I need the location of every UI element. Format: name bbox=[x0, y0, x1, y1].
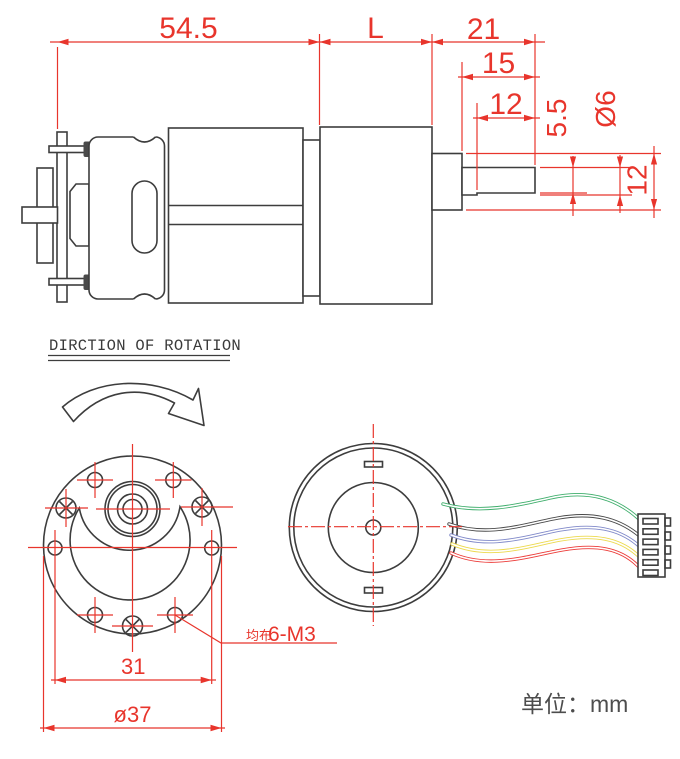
dim-flange-diameter: ø37 bbox=[40, 702, 225, 732]
output-boss bbox=[431, 152, 463, 211]
dim-label-15: 15 bbox=[482, 47, 515, 80]
dim-label-5-5: 5.5 bbox=[541, 99, 572, 138]
motor-can bbox=[167, 127, 304, 304]
dim-boss-to-tip: 15 bbox=[458, 47, 540, 151]
dim-label-12-boss: 12 bbox=[622, 164, 653, 195]
dim-flat-height: 5.5 bbox=[541, 99, 577, 216]
dim-label-31: 31 bbox=[121, 654, 145, 679]
rotation-caption: DIRCTION OF ROTATION bbox=[49, 337, 241, 355]
connector-slot bbox=[642, 569, 659, 577]
dim-label-L: L bbox=[367, 12, 384, 45]
motor-terminal-bottom bbox=[48, 277, 91, 286]
rear-shaft-tab bbox=[21, 206, 59, 224]
shaft-extension-lines bbox=[466, 152, 661, 211]
dim-label-dia37: ø37 bbox=[114, 702, 152, 727]
side-view bbox=[21, 126, 536, 305]
rotation-direction: DIRCTION OF ROTATION bbox=[48, 337, 241, 427]
endcap-notch-top bbox=[132, 136, 157, 143]
dim-label-12-flat: 12 bbox=[489, 88, 522, 121]
endcap-slot bbox=[131, 180, 158, 254]
output-shaft bbox=[461, 166, 536, 196]
screw-note-label: 6-M3 bbox=[268, 623, 316, 646]
connector-slot bbox=[642, 558, 659, 567]
connector-slot bbox=[642, 548, 659, 556]
wire-green bbox=[441, 493, 641, 521]
connector-slot bbox=[642, 517, 659, 525]
dim-hole-spacing: 31 bbox=[51, 654, 216, 684]
dim-shaft-diameter: Ø6 bbox=[590, 90, 624, 213]
motor-terminal-top bbox=[48, 145, 91, 154]
wire-blue bbox=[449, 525, 641, 548]
motor-endcap bbox=[88, 136, 166, 300]
dim-output-length: 21 bbox=[431, 13, 545, 165]
front-view-centerlines bbox=[28, 444, 237, 732]
dim-label-54-5: 54.5 bbox=[159, 12, 217, 45]
endcap-notch-bottom bbox=[132, 293, 157, 300]
dim-flat-length: 12 bbox=[473, 88, 540, 190]
wire-red bbox=[449, 545, 641, 569]
encoder-pcb bbox=[56, 131, 68, 303]
rear-view bbox=[288, 424, 672, 626]
screw-note: 均布 6-M3 bbox=[174, 614, 337, 646]
dim-gearbox-length: L bbox=[318, 12, 432, 125]
wire-yellow bbox=[450, 535, 641, 559]
dim-boss-diameter: 12 bbox=[622, 146, 658, 218]
gearcase-crescent bbox=[69, 504, 191, 601]
motor-gearbox-neck bbox=[302, 139, 321, 297]
dim-label-dia6: Ø6 bbox=[590, 90, 621, 127]
connector-6pin bbox=[637, 513, 672, 578]
dim-label-21: 21 bbox=[467, 13, 500, 46]
gearbox-body bbox=[319, 126, 433, 305]
units-note: 单位：mm bbox=[521, 691, 628, 717]
wire-black bbox=[447, 514, 641, 538]
wire-harness bbox=[441, 493, 641, 569]
dim-motor-length: 54.5 bbox=[50, 12, 320, 129]
connector-slot bbox=[642, 538, 659, 546]
endcap-boss bbox=[69, 183, 90, 247]
screw-note-leader bbox=[174, 614, 337, 644]
screw-note-prefix: 均布 bbox=[246, 628, 272, 643]
connector-slot bbox=[642, 527, 659, 536]
rotation-arrow bbox=[61, 382, 205, 427]
rear-view-centerlines bbox=[288, 424, 462, 626]
